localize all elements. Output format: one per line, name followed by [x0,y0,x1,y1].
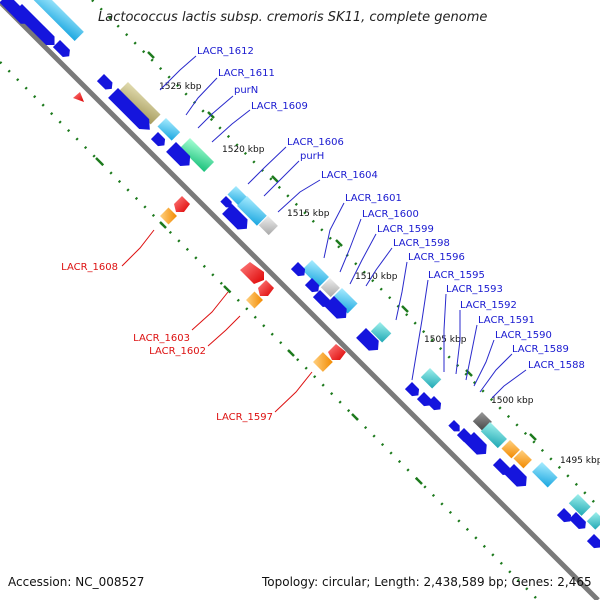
red-labels: LACR_1608 LACR_1603 LACR_1602 LACR_1597 [61,262,273,423]
gene-label[interactable]: LACR_1604 [321,170,378,181]
gene-label[interactable]: LACR_1592 [460,300,517,311]
cds-red-1602b[interactable] [258,280,274,296]
gene-label[interactable]: LACR_1609 [251,101,308,112]
gene-label[interactable]: LACR_1600 [362,209,419,220]
cds-orange-1588[interactable] [513,450,532,469]
cds-cyan-1599[interactable] [332,288,358,314]
tick-track-outer [91,0,600,509]
cds-teal-1586[interactable] [568,494,591,516]
kbp-label: 1525 kbp [159,82,202,92]
major-ticks [95,51,537,485]
topology-label: Topology: circular; Length: 2,438,589 bp… [262,575,592,589]
gene-label[interactable]: LACR_1599 [377,224,434,235]
cds-cyan-1613[interactable] [30,0,84,42]
gene-label[interactable]: LACR_1588 [528,360,585,371]
kbp-label: 1515 kbp [287,209,330,219]
cds-teal-1590[interactable] [480,422,507,449]
cds-cyan-1601[interactable] [302,260,329,287]
gene-label[interactable]: LACR_1595 [428,270,485,281]
tick-track-inner [0,61,539,600]
gene-label[interactable]: LACR_1597 [216,412,273,423]
kbp-label: 1500 kbp [491,396,534,406]
cds-gray-1600[interactable] [320,278,340,298]
gene-label[interactable]: LACR_1591 [478,315,535,326]
cds-gray-1604[interactable] [258,216,278,236]
gene-label[interactable]: LACR_1596 [408,252,465,263]
cds-red-small[interactable] [73,92,84,102]
gene-label[interactable]: LACR_1611 [218,68,275,79]
gene-label[interactable]: LACR_1606 [287,137,344,148]
gene-label[interactable]: LACR_1601 [345,193,402,204]
gene-label[interactable]: LACR_1603 [133,333,190,344]
cds-cyan-purH[interactable] [237,196,267,226]
kbp-label: 1510 kbp [355,272,398,282]
cds-teal-1593[interactable] [420,368,442,389]
gene-label[interactable]: LACR_1602 [149,346,206,357]
kbp-labels: 1525 kbp 1520 kbp 1515 kbp 1510 kbp 1505… [159,82,600,466]
cds-orange-1597[interactable] [313,352,333,372]
cds-red-1603[interactable] [240,262,264,284]
kbp-label: 1520 kbp [222,145,265,155]
gene-label[interactable]: LACR_1598 [393,238,450,249]
cds-cyan-1611[interactable] [157,118,181,141]
cds-orange-1608[interactable] [160,207,177,225]
gene-label[interactable]: LACR_1608 [61,262,118,273]
reverse-strand-features [73,92,346,372]
blue-labels: LACR_1612 LACR_1611 purN LACR_1609 LACR_… [197,46,585,371]
gene-label[interactable]: LACR_1612 [197,46,254,57]
blue-cds-arrows [13,4,600,549]
cds-cyan-1587[interactable] [532,462,558,488]
cds-orange-1589[interactable] [501,440,520,459]
gene-label[interactable]: LACR_1593 [446,284,503,295]
gene-label[interactable]: LACR_1589 [512,344,569,355]
kbp-label: 1505 kbp [424,335,467,345]
cds-red-1597[interactable] [328,344,346,360]
cds-teal-1596[interactable] [370,322,392,343]
red-leader-lines [121,229,313,413]
accession-label: Accession: NC_008527 [8,575,145,589]
map-title: Lactococcus lactis subsp. cremoris SK11,… [98,10,488,25]
cds-teal-1585[interactable] [586,512,600,530]
cds-khaki-1612[interactable] [118,82,161,125]
gene-label[interactable]: LACR_1590 [495,330,552,341]
gene-label[interactable]: purN [234,85,258,96]
gene-label[interactable]: purH [300,151,324,162]
kbp-label: 1495 kbp [560,456,600,466]
cds-red-1608b[interactable] [174,196,190,212]
cds-green-purN[interactable] [180,138,215,172]
blue-leader-lines [159,55,527,399]
